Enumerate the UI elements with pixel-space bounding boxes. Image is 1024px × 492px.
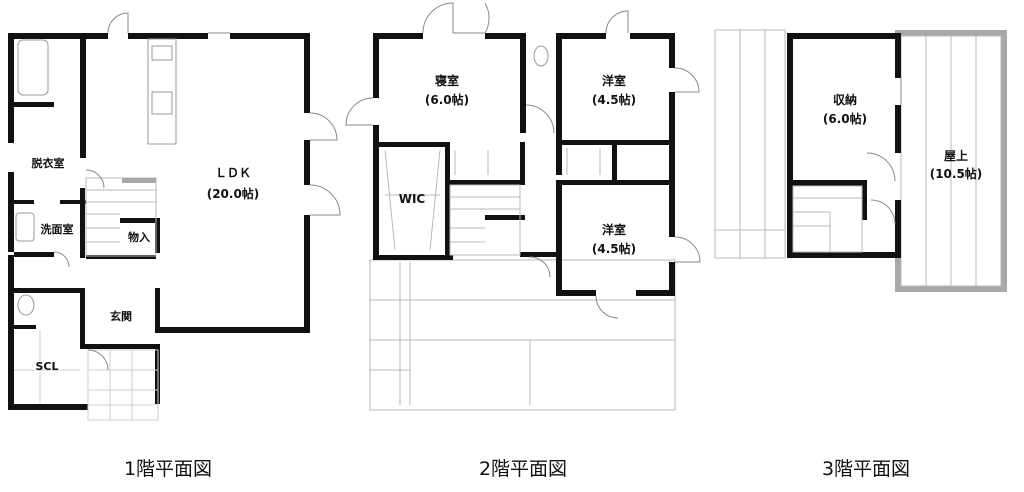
floor-3-plan [714, 29, 1007, 292]
western-room-1-size-label: (4.5帖) [592, 92, 636, 107]
floor-2-plan [345, 2, 701, 411]
floor-2-caption: 2階平面図 [479, 458, 567, 480]
western-room-1-name-label: 洋室 [602, 73, 626, 88]
ldk-size-label: (20.0帖) [207, 186, 260, 201]
dressing-room-label: 脱衣室 [32, 156, 65, 170]
storage-3f-size-label: (6.0帖) [823, 111, 867, 126]
rooftop-size-label: (10.5帖) [930, 166, 983, 181]
western-room-2-size-label: (4.5帖) [592, 241, 636, 256]
wic-label: WIC [399, 192, 426, 206]
washroom-label: 洗面室 [41, 222, 74, 236]
entrance-label: 玄関 [110, 309, 132, 323]
floor-3-caption: 3階平面図 [822, 458, 910, 480]
western-room-2-name-label: 洋室 [602, 222, 626, 237]
rooftop-name-label: 屋上 [944, 148, 968, 163]
storage-3f-name-label: 収納 [833, 92, 857, 107]
ldk-name-label: ＬＤＫ [215, 166, 251, 180]
bedroom-name-label: 寝室 [435, 73, 459, 88]
floor-1-caption: 1階平面図 [124, 458, 212, 480]
scl-label: SCL [35, 360, 58, 373]
storage-label: 物入 [128, 230, 150, 244]
floor-1-plan [8, 12, 341, 421]
bedroom-size-label: (6.0帖) [425, 92, 469, 107]
